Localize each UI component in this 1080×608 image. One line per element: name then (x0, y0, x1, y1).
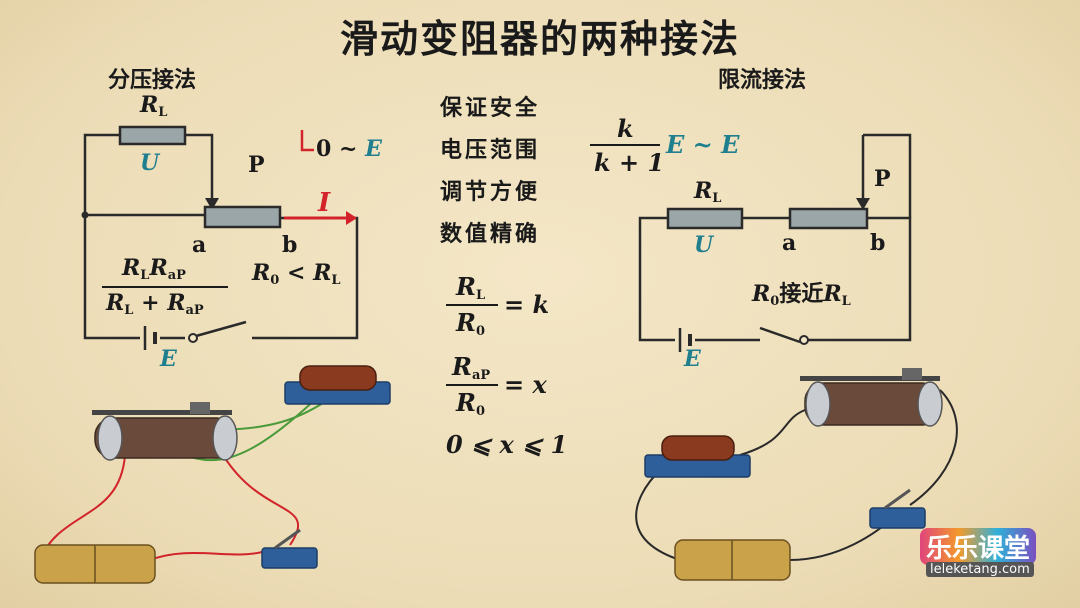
right-switch-pivot (799, 335, 809, 345)
left-wire-top (83, 133, 205, 217)
left-wire-slider (185, 133, 214, 198)
left-u-label: U (140, 150, 160, 176)
right-e-label: E (684, 346, 701, 372)
mid-line-2: 电压范围 (440, 137, 541, 163)
left-apparatus (34, 365, 391, 584)
right-a-label: a (782, 230, 797, 256)
left-condition: R0 < RL (252, 260, 341, 288)
left-b-label: b (282, 232, 298, 258)
page-title: 滑动变阻器的两种接法 (339, 16, 740, 61)
mid-line-3: 调节方便 (440, 179, 541, 205)
left-wire-bottom-left (83, 215, 140, 340)
left-junction (81, 211, 89, 219)
mid-eq2-numerator: RaP (452, 352, 491, 383)
left-e-label: E (160, 346, 177, 372)
mid-eq1-denominator: R0 (456, 308, 485, 339)
left-range: 0 ~ E (316, 136, 382, 162)
right-load-resistor (666, 207, 744, 230)
left-a-label: a (192, 232, 207, 258)
mid-line-4: 数值精确 (440, 221, 541, 247)
right-range: E ~ E (666, 130, 740, 159)
right-wire-top (863, 133, 912, 218)
right-condition: R0接近RL (752, 281, 851, 309)
right-slider-arrow (856, 198, 870, 210)
right-switch-blade (759, 326, 801, 344)
left-load-resistor (118, 125, 187, 146)
mid-eq1-rhs: = k (504, 290, 550, 319)
left-heading: 分压接法 (108, 67, 197, 93)
mid-eq1-numerator: RL (456, 272, 486, 303)
right-switch-device (869, 507, 926, 529)
right-wire-left (638, 216, 675, 342)
mid-inequality: 0 ⩽ x ⩽ 1 (446, 430, 568, 459)
left-frac-denominator: RL + RaP (106, 290, 204, 318)
right-circuit (638, 133, 912, 344)
right-u-label: U (694, 232, 714, 258)
logo-url: leleketang.com (926, 562, 1034, 577)
left-switch-blade (195, 320, 247, 338)
left-current-arrowhead (346, 211, 357, 225)
left-slider-arrow (205, 198, 219, 210)
right-frac-numerator: k (617, 114, 634, 143)
mid-eq2-denominator: R0 (456, 388, 485, 419)
logo: 乐乐课堂 leleketang.com (918, 528, 1058, 582)
left-rl-label: RL (140, 92, 168, 120)
mid-line-1: 保证安全 (440, 95, 541, 121)
right-rheostat (788, 207, 869, 230)
left-range-bracket (300, 130, 314, 152)
left-resistor-body (299, 365, 377, 391)
left-switch-device (261, 547, 318, 569)
mid-eq2-rhs: = x (504, 370, 547, 399)
logo-text: 乐乐课堂 (920, 528, 1037, 565)
right-rl-label: RL (694, 178, 722, 206)
left-current-label: I (318, 188, 331, 218)
left-rheostat (203, 205, 282, 229)
left-circuit (83, 133, 359, 340)
left-frac-numerator: RLRaP (122, 255, 186, 283)
right-frac-denominator: k + 1 (594, 148, 665, 177)
left-p-label: P (248, 152, 265, 178)
right-p-label: P (874, 166, 891, 192)
right-resistor-body (661, 435, 735, 461)
right-heading: 限流接法 (718, 67, 807, 93)
right-wire-right (808, 216, 912, 342)
right-b-label: b (870, 230, 886, 256)
left-switch-pivot (188, 333, 198, 343)
right-apparatus (635, 368, 958, 581)
